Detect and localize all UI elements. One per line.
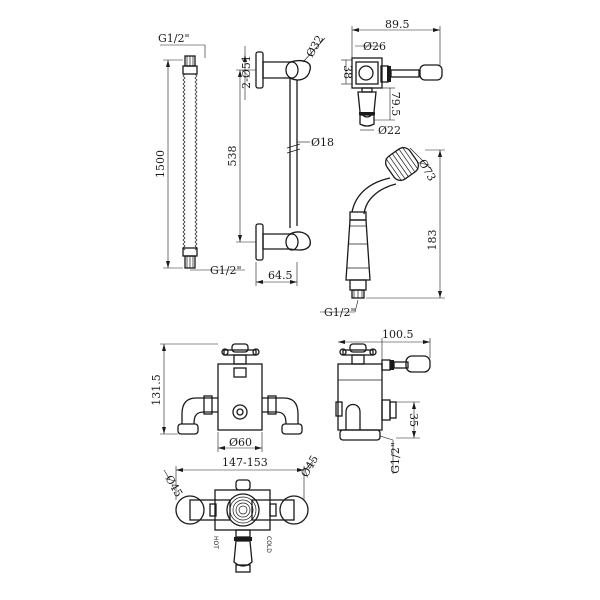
rail-length-label: 538 bbox=[226, 146, 239, 167]
handset-thread-label: G1/2" bbox=[324, 306, 356, 319]
valve-left-flange-label: Ø45 bbox=[162, 473, 185, 499]
diverter-base-label: Ø22 bbox=[378, 124, 401, 137]
valve-thread-label: G1/2" bbox=[389, 442, 402, 474]
diverter-outlet-label: Ø26 bbox=[363, 40, 386, 53]
hot-label: HOT bbox=[212, 536, 219, 549]
rail-bracket-holes-label: 2-Ø51 bbox=[240, 55, 253, 89]
valve-centres-label: 147-153 bbox=[222, 456, 268, 469]
cold-label: COLD bbox=[265, 536, 272, 553]
hose-length-label: 1500 bbox=[154, 150, 167, 178]
hose-bottom-thread-label: G1/2" bbox=[210, 264, 242, 277]
rail-bar-diameter-label: Ø18 bbox=[311, 136, 334, 149]
rail-projection-label: 64.5 bbox=[268, 269, 293, 282]
valve-outlet-label: Ø60 bbox=[229, 436, 252, 449]
handset-length-label: 183 bbox=[426, 230, 439, 251]
valve-side-view: 100.5 35 G1/2" bbox=[335, 328, 431, 474]
diverter-height-label: 38 bbox=[341, 65, 354, 79]
diverter-valve: 89.5 Ø26 38 79.5 Ø22 bbox=[341, 18, 443, 137]
hose-top-thread-label: G1/2" bbox=[158, 32, 190, 45]
handset-head-label: Ø73 bbox=[416, 157, 439, 183]
slide-rail: 2-Ø51 Ø32 538 Ø18 64.5 bbox=[226, 33, 334, 286]
shower-handset: Ø73 183 G1/2" bbox=[320, 146, 445, 319]
diverter-width-label: 89.5 bbox=[385, 18, 410, 31]
valve-front-view: 131.5 Ø60 bbox=[150, 343, 303, 452]
valve-height-label: 131.5 bbox=[150, 374, 163, 406]
valve-top-view: 147-153 Ø45 Ø45 HOT COLD bbox=[162, 453, 321, 573]
valve-offset-label: 35 bbox=[407, 413, 420, 427]
rail-rod-diameter-label: Ø32 bbox=[304, 33, 327, 59]
diverter-drop-label: 79.5 bbox=[389, 92, 402, 117]
valve-depth-label: 100.5 bbox=[382, 328, 414, 341]
valve-right-flange-label: Ø45 bbox=[298, 453, 321, 479]
shower-hose: G1/2" 1500 G1/2" bbox=[154, 32, 245, 277]
